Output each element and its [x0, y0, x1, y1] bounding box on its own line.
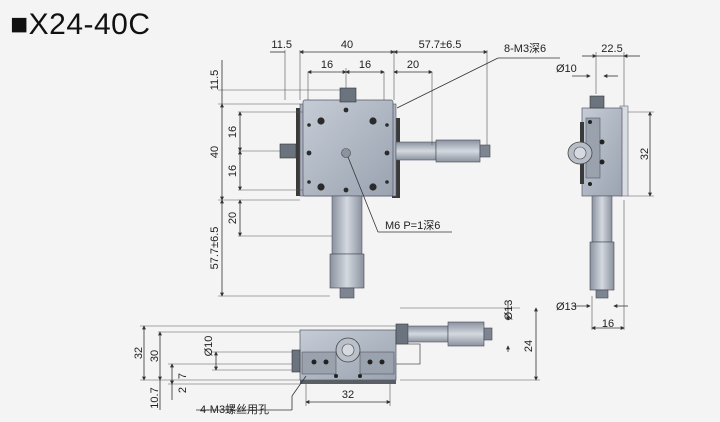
top-view: 11.5 40 57.7±6.5 16 16 20 8-M3深6 M6 P=1深…	[209, 39, 560, 299]
side-micrometer-body	[591, 195, 613, 243]
dim-half-left: 16	[321, 59, 333, 71]
right-micrometer-end	[479, 144, 491, 158]
dim-knob-width: 16	[602, 318, 614, 330]
side-view: 22.5 Ø10 32 Ø13 16	[556, 43, 654, 330]
bottom-micrometer-thimble	[329, 253, 365, 289]
front-right-window	[359, 351, 395, 375]
front-view-dimensions	[140, 302, 540, 411]
dim-half-right: 16	[359, 59, 371, 71]
dim-front-base: 10.7	[149, 387, 161, 408]
dim-knob-offset-v: 20	[227, 212, 239, 224]
dim-front-height-24: 24	[523, 340, 535, 352]
front-view: 32 30 Ø10 7 2 10.7 Ø13 24 32 4-M3螺丝用孔	[133, 300, 540, 416]
dim-side-height: 32	[639, 148, 651, 160]
callout-center-hole: M6 P=1深6	[385, 219, 440, 232]
side-top-knob	[589, 95, 605, 109]
dim-front-thickness-2: 2	[177, 387, 189, 393]
product-title: ■X24-40C	[10, 8, 151, 41]
dim-margin-left: 11.5	[271, 39, 292, 51]
dim-height: 40	[209, 146, 221, 158]
front-micrometer-body	[407, 325, 449, 343]
front-base	[300, 380, 396, 384]
left-knob-stub	[279, 143, 297, 159]
right-micrometer-thimble	[435, 139, 481, 163]
dim-travel-right: 57.7±6.5	[419, 39, 462, 51]
dim-side-lower: 16	[227, 165, 239, 177]
bottom-micrometer-body	[331, 195, 363, 255]
dim-front-thickness-7: 7	[177, 373, 189, 379]
dim-margin-top: 11.5	[209, 70, 221, 91]
front-micrometer-thimble	[447, 321, 485, 347]
side-micrometer-thimble	[589, 241, 615, 291]
right-micrometer-body	[395, 141, 437, 161]
dim-front-knob-dia-right: Ø13	[503, 300, 515, 321]
center-hole	[341, 148, 351, 158]
callout-holes: 8-M3深6	[504, 42, 546, 55]
dim-side-width: 22.5	[601, 43, 622, 55]
top-view-dimensions	[218, 50, 560, 297]
dim-knob-dia-bottom: Ø13	[556, 301, 577, 313]
dim-travel-down: 57.7±6.5	[209, 227, 221, 270]
bottom-micrometer-end	[339, 287, 355, 299]
dim-front-knob-dia: Ø10	[203, 336, 215, 357]
front-left-window	[301, 351, 337, 375]
dim-front-height-32: 32	[133, 347, 145, 359]
stage-plate	[302, 99, 394, 197]
front-left-knob	[291, 349, 301, 373]
dim-front-height-30: 30	[149, 350, 161, 362]
mounting-holes	[306, 107, 390, 193]
dim-knob-offset: 20	[407, 59, 419, 71]
dim-side-upper: 16	[227, 126, 239, 138]
side-view-dimensions	[572, 52, 654, 330]
callout-mount-holes: 4-M3螺丝用孔	[200, 403, 269, 416]
dim-front-width-32: 32	[342, 389, 354, 401]
dim-overall-width: 40	[341, 39, 353, 51]
dim-knob-dia-top: Ø10	[556, 63, 577, 75]
top-knob-stub	[339, 87, 357, 103]
